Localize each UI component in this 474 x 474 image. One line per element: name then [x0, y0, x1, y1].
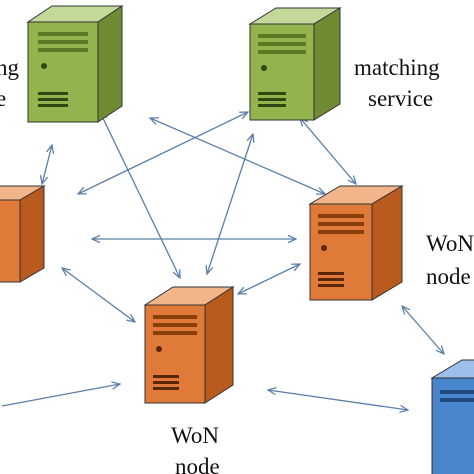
label-won-right-2: node — [426, 264, 471, 289]
arrow-ms-right-to-won-right — [300, 118, 356, 184]
arrow-ms-right-to-won-bottom — [207, 134, 253, 274]
arrow-won-right-to-blue-node — [402, 306, 444, 354]
server-icon — [248, 7, 342, 121]
arrow-ms-left-to-won-left — [42, 145, 52, 184]
arrow-ms-right-to-won-left — [78, 112, 248, 194]
arrow-ms-left-to-won-bottom — [100, 112, 180, 278]
arrow-won-bottom-to-blue-node — [268, 390, 408, 410]
server-icon — [143, 286, 235, 404]
label-ms-left-2: e — [0, 86, 6, 111]
arrow-won-left-to-won-bottom — [62, 268, 135, 322]
arrow-won-right-to-won-bottom — [238, 264, 300, 294]
label-won-bottom-1: WoN — [171, 423, 219, 448]
label-ms-right-2: service — [368, 86, 433, 111]
server-icon — [26, 5, 124, 123]
label-ms-right-1: matching — [354, 55, 440, 80]
arrow-won-bottom-to-left-offscreen — [1, 384, 120, 407]
label-won-right-1: WoN — [426, 231, 474, 256]
label-won-bottom-2: node — [175, 454, 220, 474]
server-icon — [430, 359, 474, 474]
connection-arrows — [1, 112, 444, 410]
label-ms-left-1: ng — [0, 55, 20, 80]
server-icon — [0, 185, 46, 283]
server-icon — [308, 185, 404, 301]
